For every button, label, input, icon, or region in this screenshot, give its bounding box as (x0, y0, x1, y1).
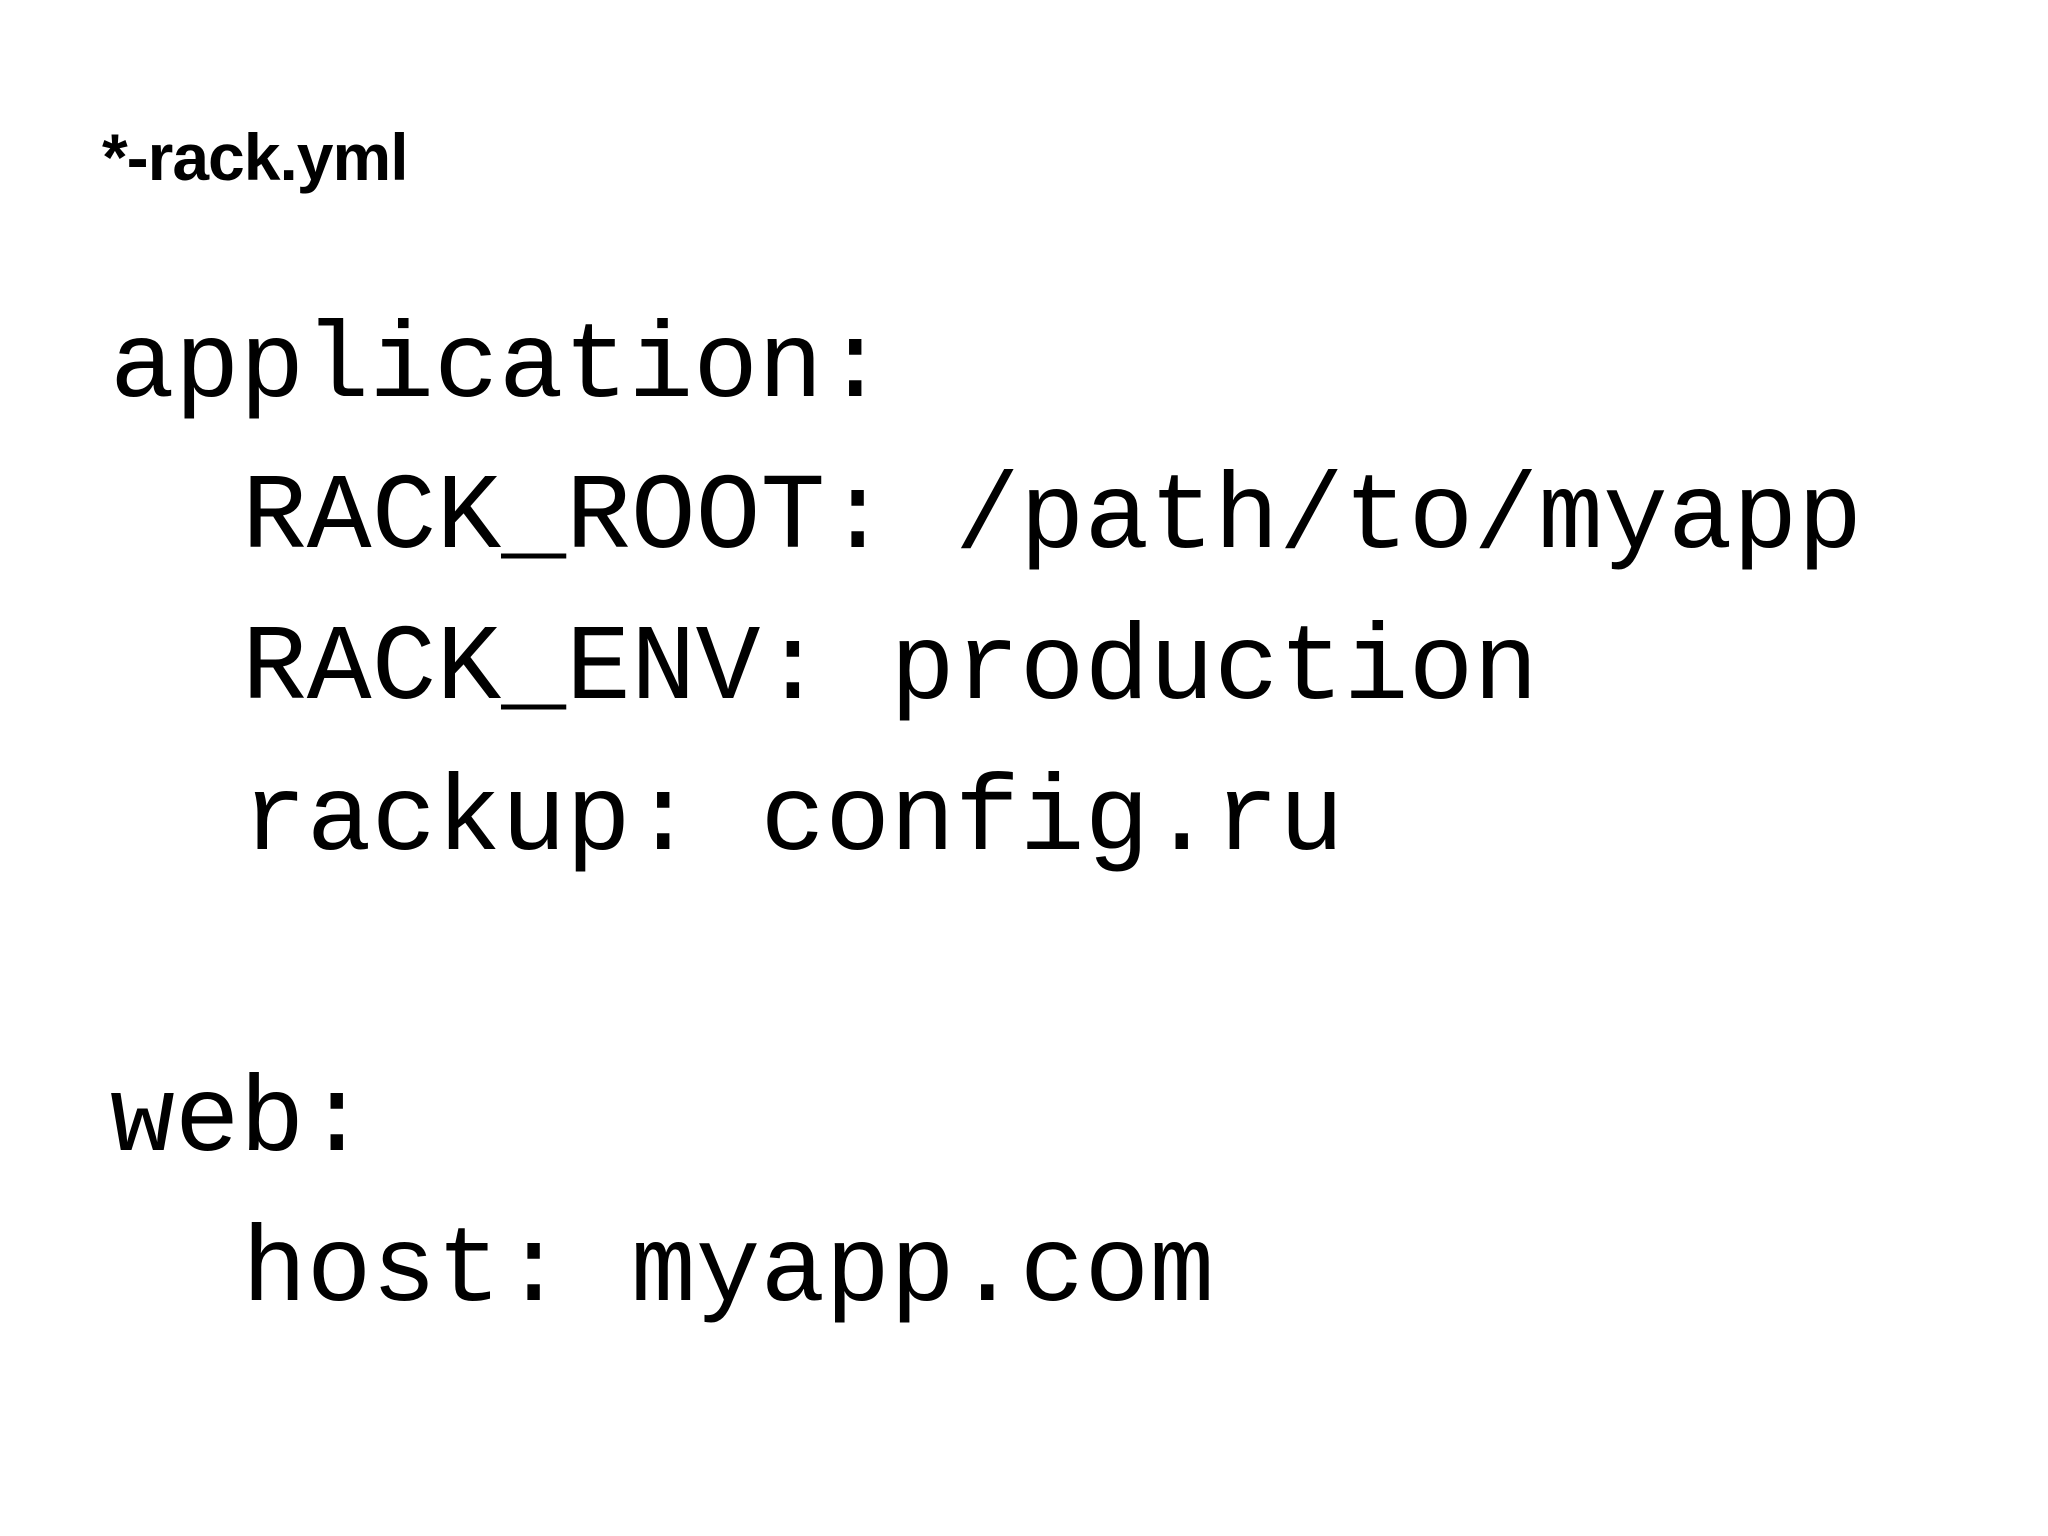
code-line-rack-env: RACK_ENV: production (242, 609, 1539, 731)
code-line-host: host: myapp.com (242, 1211, 1215, 1333)
slide-title: *-rack.yml (102, 120, 409, 194)
code-line-application: application: (110, 307, 888, 429)
code-line-rack-root: RACK_ROOT: /path/to/myapp (242, 458, 1863, 580)
code-line-web: web: (110, 1061, 370, 1183)
code-line-rackup: rackup: config.ru (242, 760, 1344, 882)
